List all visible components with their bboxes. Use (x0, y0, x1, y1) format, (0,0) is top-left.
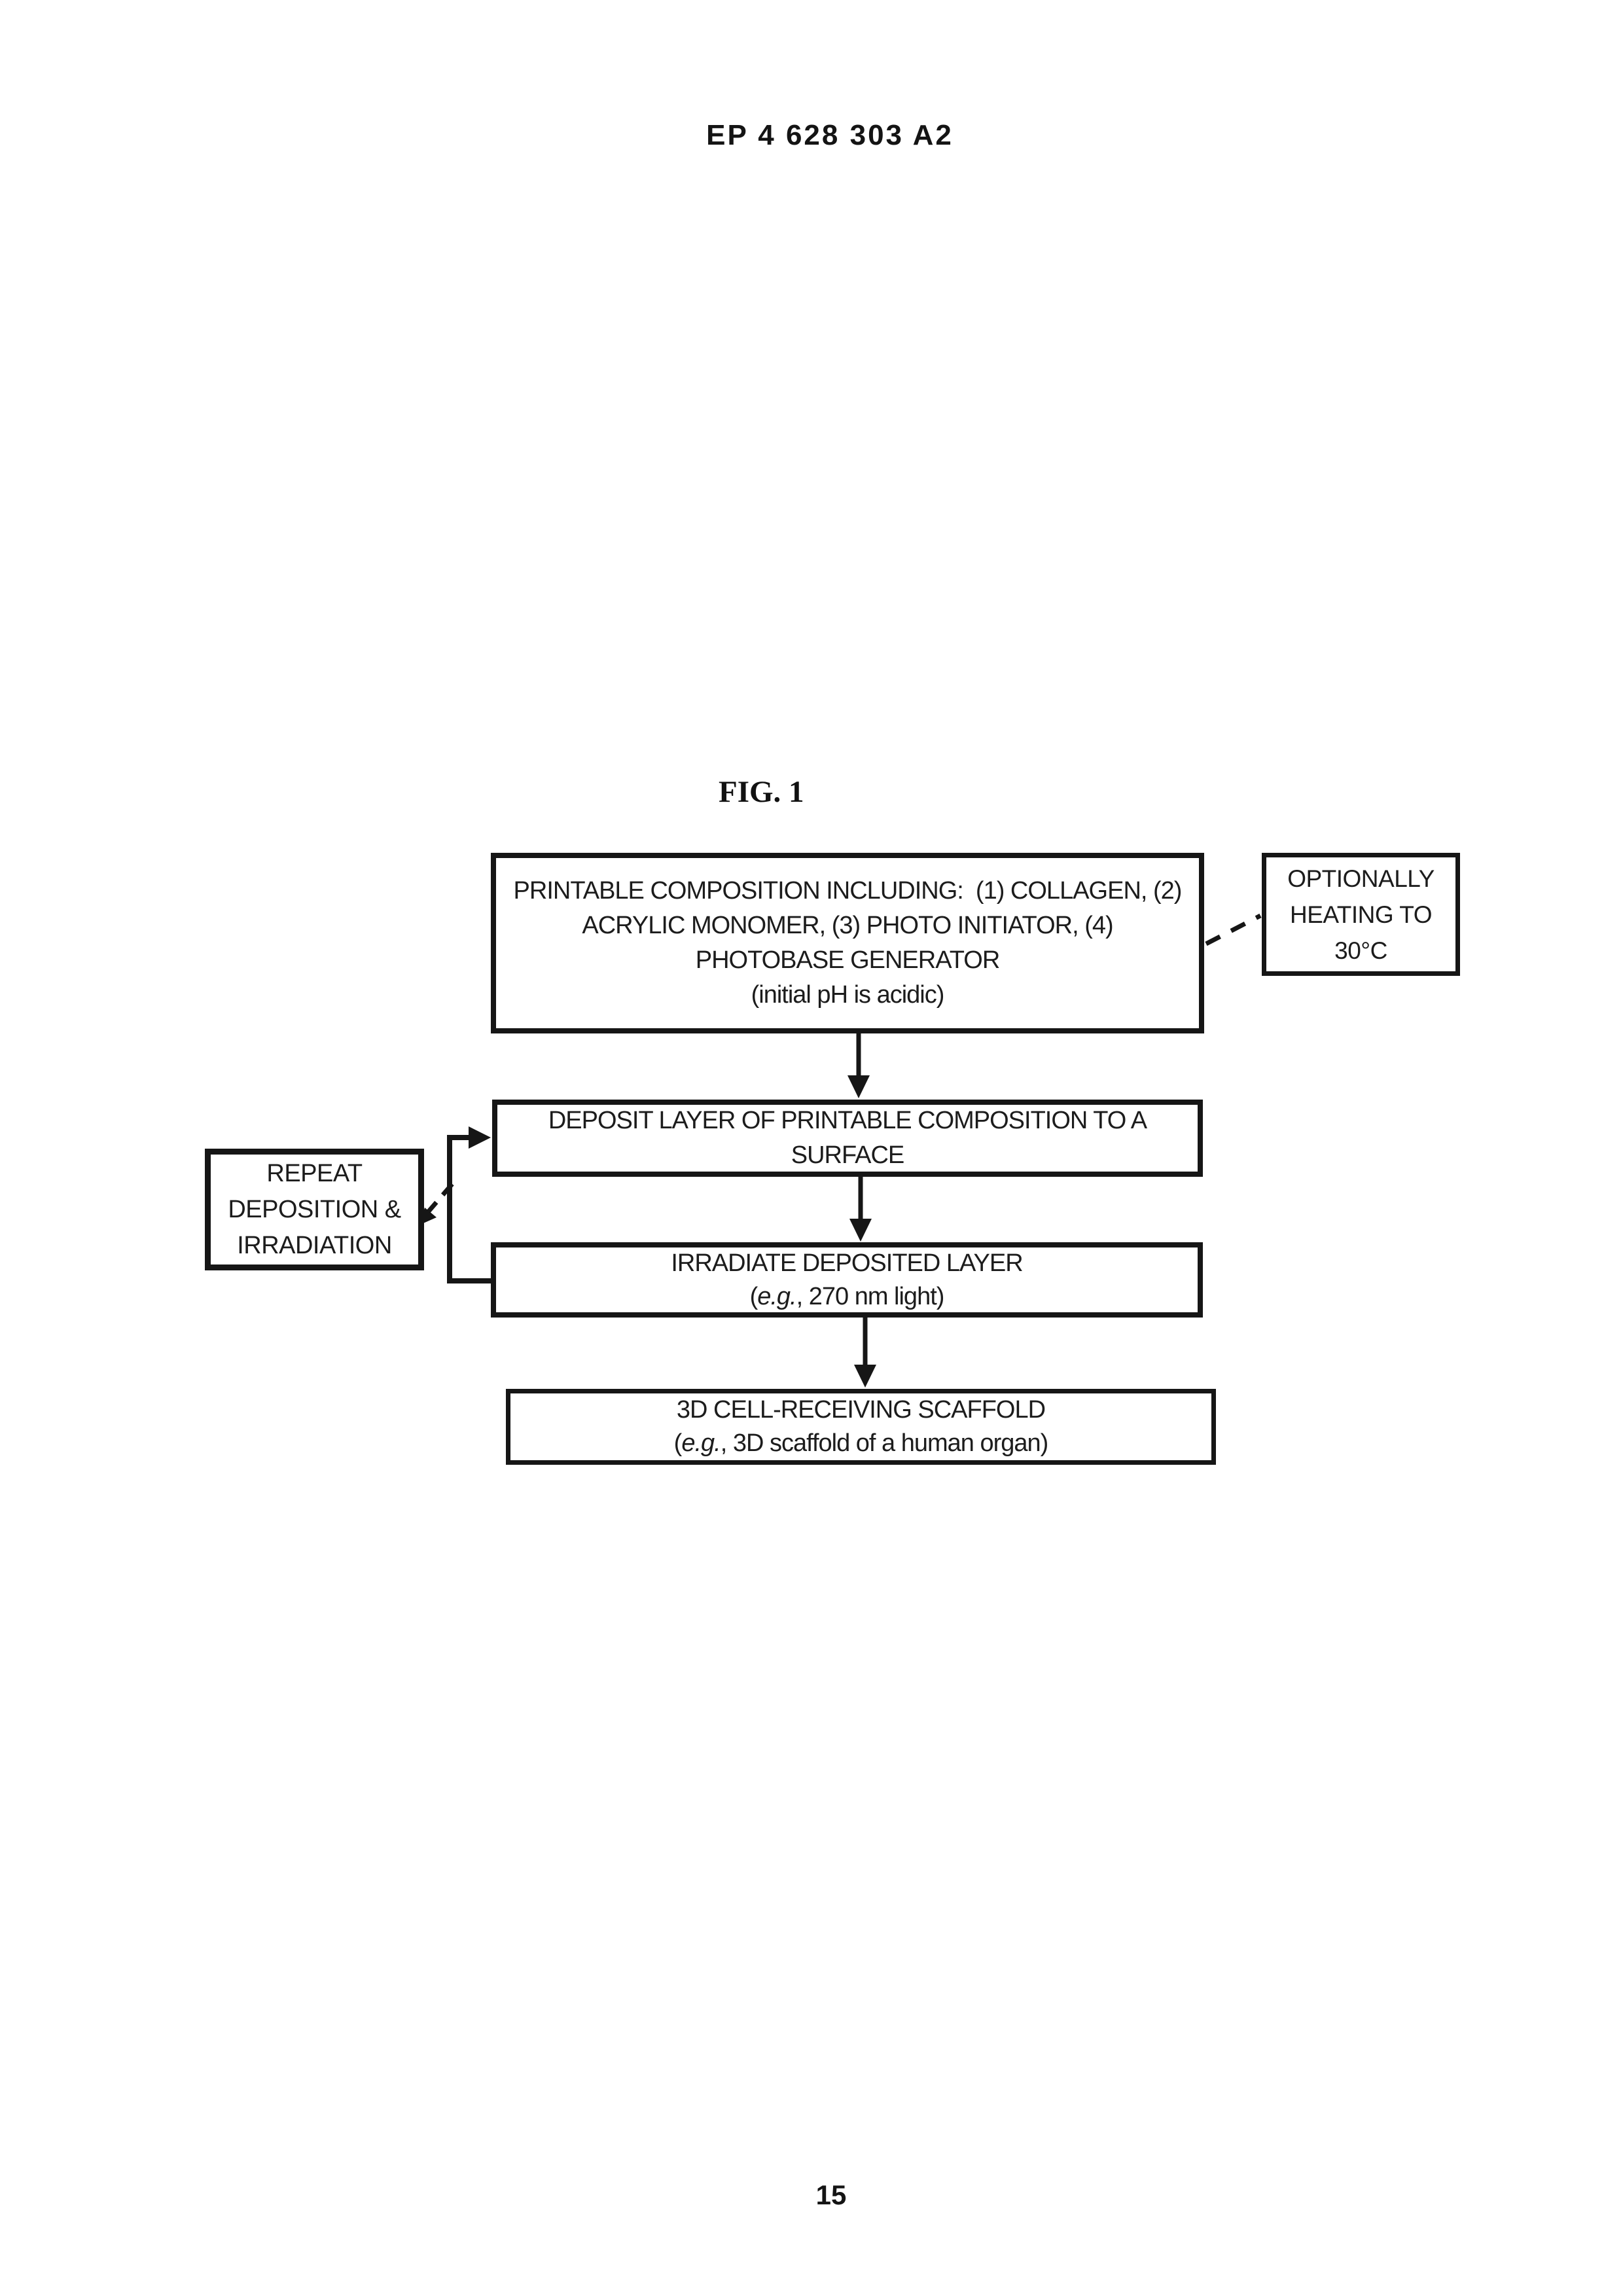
page-number: 15 (815, 2179, 847, 2210)
irradiate-layer-line2: (e.g., 270 nm light) (749, 1280, 945, 1314)
patent-number-header: EP 4 628 303 A2 (706, 119, 954, 151)
arrow-head (847, 1075, 870, 1098)
arrow-deposit-to-irradiate (849, 1177, 872, 1242)
dashed-line (425, 1182, 454, 1215)
printable-composition-box: PRINTABLE COMPOSITION INCLUDING: (1) COL… (491, 853, 1204, 1033)
loop-line (447, 1135, 491, 1283)
optional-heating-box: OPTIONALLY HEATING TO 30°C (1262, 853, 1460, 976)
scaffold-detail: , 3D scaffold of a human organ) (720, 1429, 1049, 1457)
deposit-layer-line: DEPOSIT LAYER OF PRINTABLE COMPOSITION T… (548, 1107, 1147, 1134)
printable-composition-line: PRINTABLE COMPOSITION INCLUDING: (1) COL… (513, 877, 1183, 905)
repeat-deposition-box: REPEAT DEPOSITION & IRRADIATION (205, 1149, 424, 1270)
printable-composition-line: PHOTOBASE GENERATOR (695, 946, 1001, 974)
deposit-layer-line: SURFACE (791, 1141, 904, 1169)
figure-label: FIG. 1 (719, 775, 804, 809)
eg-italic: e.g. (757, 1282, 796, 1310)
optional-heating-line: 30°C (1334, 937, 1387, 964)
eg-italic: e.g. (681, 1429, 721, 1457)
optional-heating-line: OPTIONALLY (1287, 865, 1435, 892)
dashed-line (1205, 913, 1262, 946)
repeat-deposition-line: IRRADIATION (237, 1231, 392, 1259)
dashed-connector-heating (1205, 913, 1262, 946)
scaffold-result-box: 3D CELL-RECEIVING SCAFFOLD (e.g., 3D sca… (506, 1389, 1216, 1465)
irradiate-layer-box: IRRADIATE DEPOSITED LAYER (e.g., 270 nm … (491, 1242, 1203, 1318)
arrow-head (854, 1365, 876, 1388)
optional-heating-line: HEATING TO (1289, 901, 1433, 928)
repeat-deposition-line: DEPOSITION & (228, 1195, 401, 1223)
paren-open: ( (673, 1429, 683, 1457)
repeat-deposition-line: REPEAT (266, 1159, 363, 1187)
arrow-head (849, 1219, 872, 1242)
deposit-layer-box: DEPOSIT LAYER OF PRINTABLE COMPOSITION T… (492, 1100, 1203, 1177)
printable-composition-line: (initial pH is acidic) (751, 981, 945, 1009)
irradiate-detail: , 270 nm light) (796, 1282, 945, 1310)
arrow-irradiate-to-scaffold (854, 1318, 876, 1388)
irradiate-layer-line1: IRRADIATE DEPOSITED LAYER (671, 1249, 1023, 1277)
repeat-loop-connector (447, 1126, 491, 1283)
loop-arrow-head (469, 1126, 491, 1149)
arrow-composition-to-deposit (847, 1033, 870, 1098)
paren-open: ( (749, 1282, 758, 1310)
scaffold-result-line1: 3D CELL-RECEIVING SCAFFOLD (676, 1396, 1046, 1424)
scaffold-result-line2: (e.g., 3D scaffold of a human organ) (673, 1427, 1049, 1460)
printable-composition-line: ACRYLIC MONOMER, (3) PHOTO INITIATOR, (4… (582, 912, 1113, 939)
